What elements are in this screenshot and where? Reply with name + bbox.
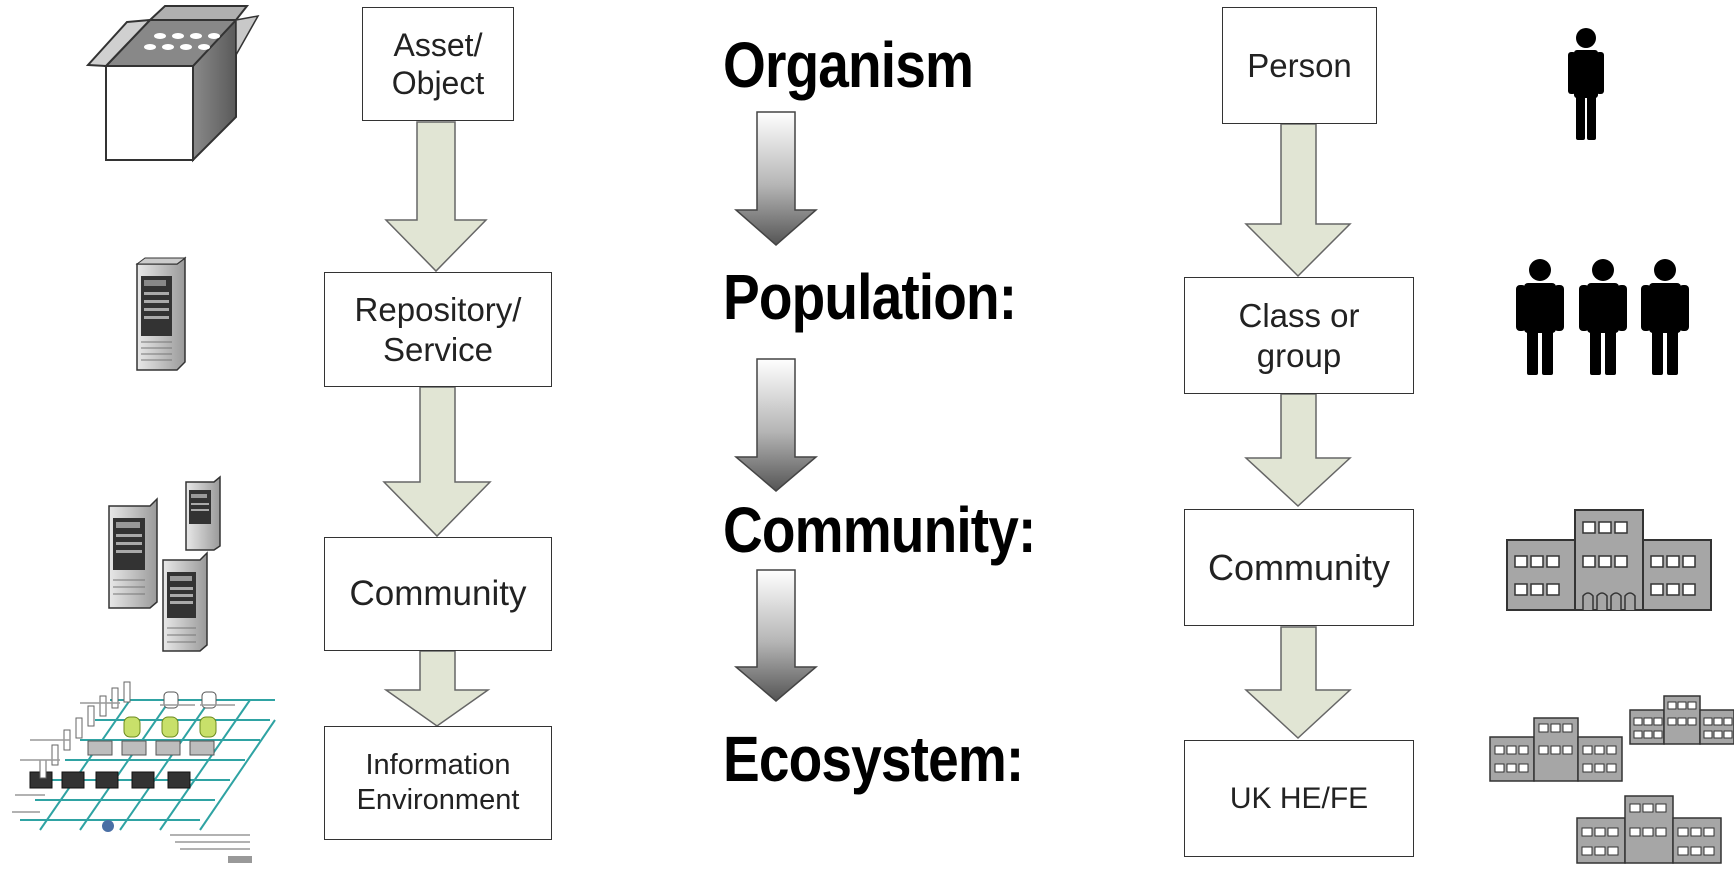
- class-or-group-box: Class or group: [1184, 277, 1414, 394]
- asset-object-box: Asset/ Object: [362, 7, 514, 121]
- right-arrow-2: [1244, 393, 1352, 508]
- center-arrow-1: [734, 111, 818, 246]
- person-box: Person: [1222, 7, 1377, 124]
- left-arrow-1: [384, 121, 488, 273]
- uk-he-fe-label: UK HE/FE: [1229, 781, 1369, 815]
- buildings-cluster-icon: [1489, 695, 1734, 864]
- group-of-people-icon: [1516, 259, 1689, 375]
- center-arrow-3: [733, 569, 819, 702]
- right-arrow-3: [1244, 626, 1352, 740]
- term-ecosystem: Ecosystem:: [723, 723, 1024, 795]
- server-icon: [135, 256, 187, 371]
- uk-he-fe-box: UK HE/FE: [1184, 740, 1414, 857]
- left-arrow-2: [382, 386, 492, 538]
- left-community-box: Community: [324, 537, 552, 651]
- term-population: Population:: [723, 261, 1017, 333]
- network-grid-icon: [12, 681, 276, 863]
- left-arrow-3: [383, 650, 491, 727]
- information-environment-label: Information Environment: [356, 749, 520, 816]
- asset-object-label: Asset/ Object: [391, 26, 485, 101]
- right-arrow-1: [1244, 123, 1352, 278]
- term-organism: Organism: [723, 29, 974, 101]
- open-box-icon: [85, 5, 260, 163]
- repository-service-box: Repository/ Service: [324, 272, 552, 387]
- person-label: Person: [1247, 46, 1352, 84]
- right-community-label: Community: [1207, 546, 1391, 588]
- left-community-label: Community: [349, 574, 527, 613]
- person-icon: [1568, 28, 1604, 140]
- term-community: Community:: [723, 494, 1036, 566]
- right-community-box: Community: [1184, 509, 1414, 626]
- information-environment-box: Information Environment: [324, 726, 552, 840]
- building-icon: [1506, 509, 1712, 611]
- server-cluster-icon: [108, 475, 221, 652]
- center-arrow-2: [733, 358, 819, 492]
- repository-service-label: Repository/ Service: [354, 290, 522, 368]
- class-or-group-label: Class or group: [1238, 296, 1360, 374]
